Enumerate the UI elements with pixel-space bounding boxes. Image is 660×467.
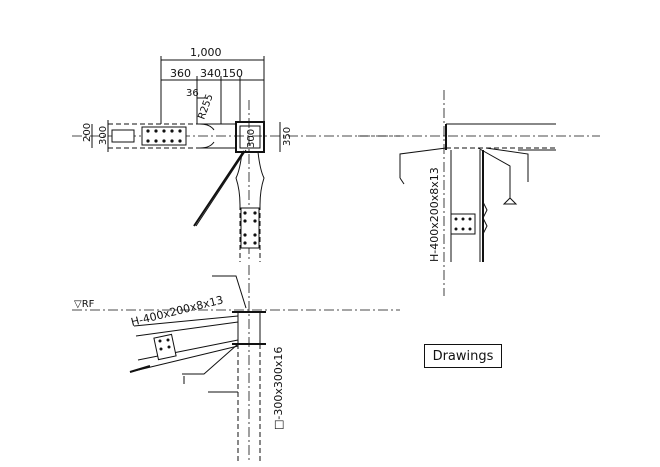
section-view: H-400x200x8x13: [358, 90, 600, 296]
radius-label: R255: [196, 93, 215, 121]
splice-plate: [141, 126, 187, 146]
splice-plate: [240, 207, 260, 249]
beam-label: H-400x200x8x13: [130, 293, 225, 329]
column-label: □-300x300x16: [272, 347, 285, 430]
dim-b: 340: [200, 67, 221, 80]
drawings-label: Drawings: [432, 348, 494, 364]
level-label: ▽RF: [74, 299, 95, 310]
dim-total: 1,000: [190, 46, 222, 59]
dim-col: 300: [246, 129, 257, 148]
dim-a: 360: [170, 67, 191, 80]
dim-right: 350: [282, 127, 293, 146]
dim-left-2: 300: [98, 126, 109, 145]
dim-left-1: 200: [82, 123, 93, 142]
splice-plate: [450, 213, 476, 235]
dim-d: 36: [186, 88, 199, 99]
drawings-label-box: Drawings: [424, 344, 502, 368]
section-beam-label: H-400x200x8x13: [428, 167, 441, 262]
plan-view: 1,000 360 340 150 36 R255 200 300 300 35…: [72, 46, 400, 262]
dim-c: 150: [222, 67, 243, 80]
elevation-view: ▽RF H-400x200x8x13 □-300x300x16: [72, 265, 400, 462]
splice-plate: [153, 333, 177, 361]
column-section: [235, 121, 265, 153]
